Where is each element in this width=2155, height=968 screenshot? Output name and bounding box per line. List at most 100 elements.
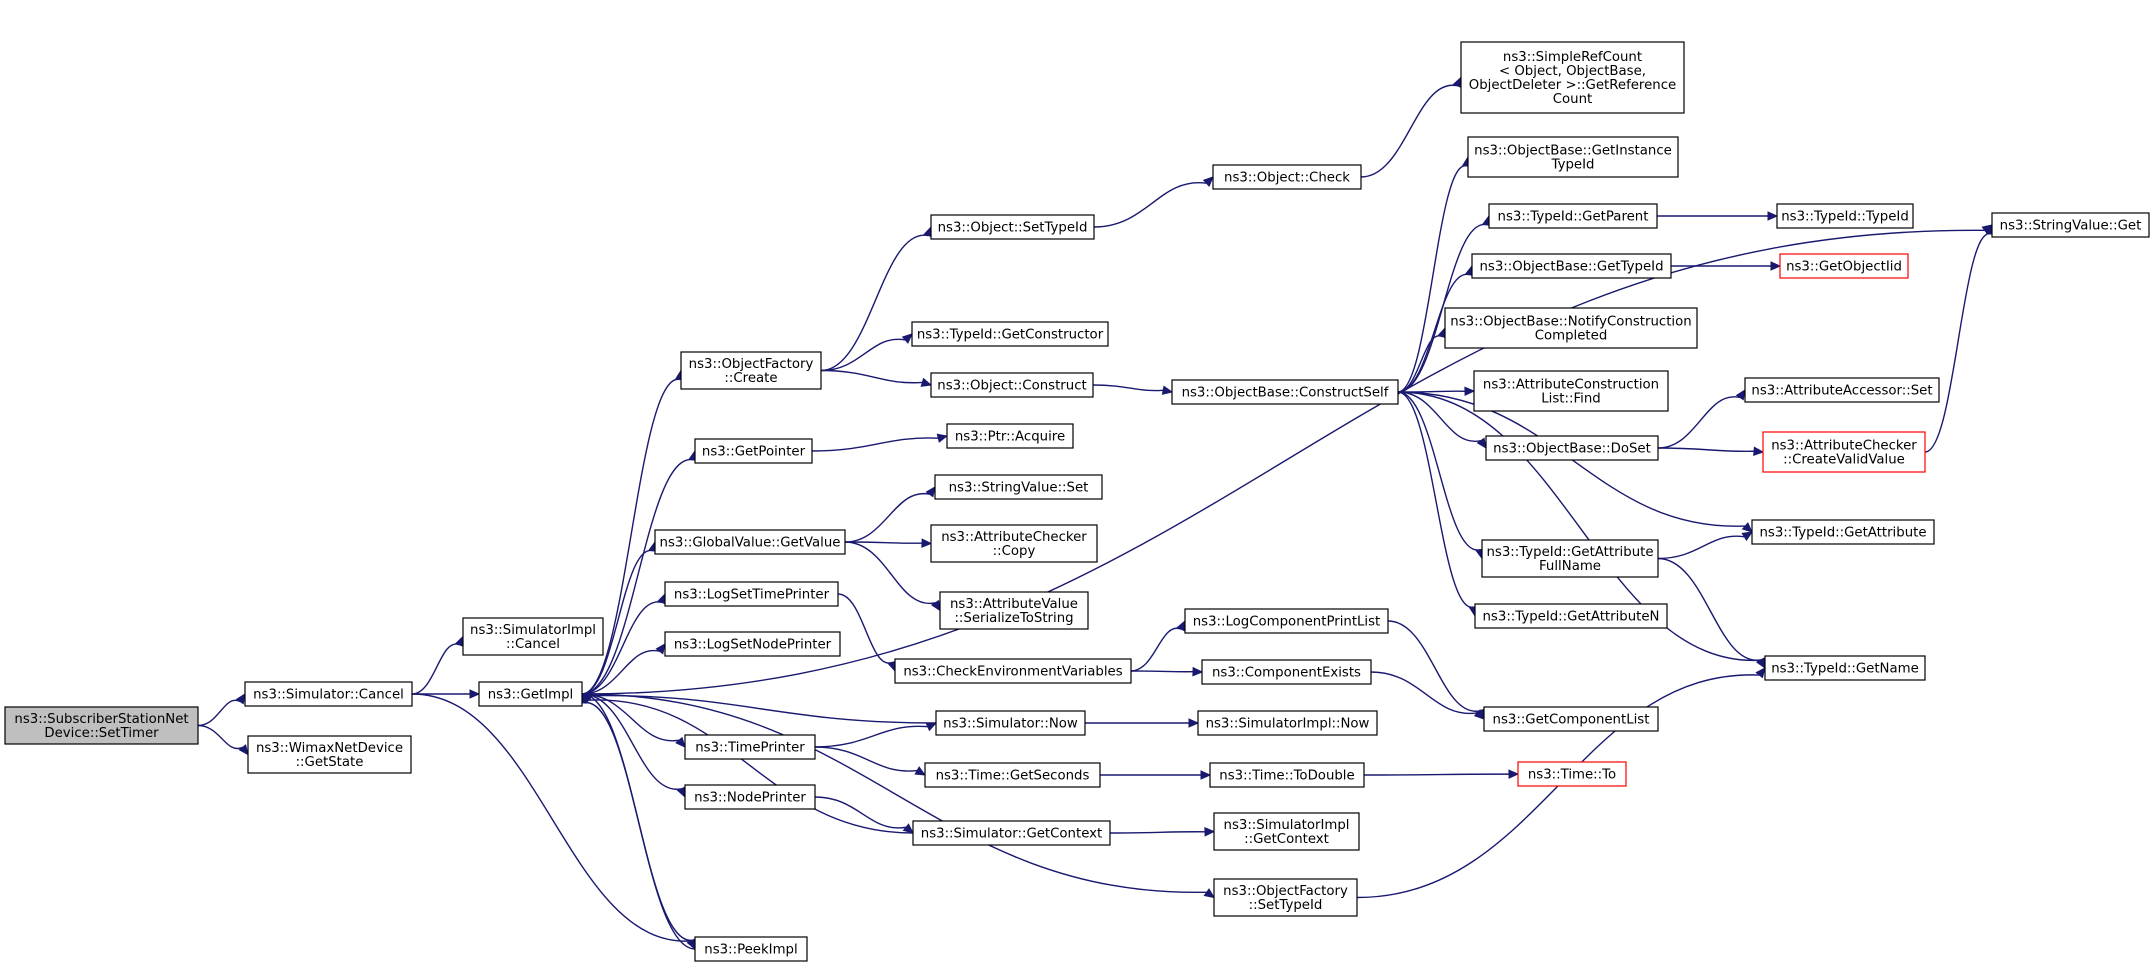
edge-n24-n32 [1360,84,1458,178]
edge-arrowhead-n25-n38 [1476,437,1487,450]
node-ns3-simulatorimpl-cancel[interactable]: ns3::SimulatorImpl::Cancel [462,617,604,656]
node-label: ns3::AttributeValue [950,597,1078,612]
edge-arrowhead-n39-n47 [1741,531,1754,542]
node-box [4,706,199,745]
node-ns3-stringvalue-get[interactable]: ns3::StringValue::Get [1991,212,2150,238]
node-ns3-objectfactory-create[interactable]: ns3::ObjectFactory::Create [680,351,822,390]
node-ns3-subscriberstationnet-device-settimer[interactable]: ns3::SubscriberStationNetDevice::SetTime… [4,706,199,745]
node-ns3-objectfactory-settypeid[interactable]: ns3::ObjectFactory::SetTypeId [1213,878,1358,917]
edge-n6-n13 [820,234,929,372]
node-ns3-simulatorimpl-now[interactable]: ns3::SimulatorImpl::Now [1197,710,1378,736]
node-ns3-simulator-now[interactable]: ns3::Simulator::Now [935,710,1086,736]
edge-n23-n4 [588,699,914,834]
edge-n1-n3 [411,643,460,695]
node-ns3-object-construct[interactable]: ns3::Object::Construct [930,372,1094,398]
node-ns3-simplerefcount-object-objectbase-objectdeleter-getreference-count[interactable]: ns3::SimpleRefCount< Object, ObjectBase,… [1460,41,1685,114]
edge-n21-n4 [590,694,937,724]
node-ns3-time-todouble[interactable]: ns3::Time::ToDouble [1209,762,1365,788]
edge-n39-n47 [1657,535,1745,560]
node-label: ns3::SimulatorImpl::Now [1206,717,1370,732]
edge-n4-n8 [581,550,654,695]
edge-n25-n39 [1397,391,1481,551]
node-ns3-simulatorimpl-getcontext[interactable]: ns3::SimulatorImpl::GetContext [1213,812,1360,851]
node-label: ns3::LogComponentPrintList [1193,615,1381,630]
node-ns3-nodeprinter[interactable]: ns3::NodePrinter [684,784,816,810]
node-box [1488,203,1658,229]
node-ns3-typeid-getname[interactable]: ns3::TypeId::GetName [1764,655,1926,681]
node-ns3-time-to[interactable]: ns3::Time::To [1517,761,1627,787]
node-box [912,820,1111,846]
edge-n4-n6 [581,378,680,695]
node-ns3-logcomponentprintlist[interactable]: ns3::LogComponentPrintList [1184,608,1389,634]
edge-arrowhead-n34-n43 [1767,211,1779,221]
node-ns3-wimaxnetdevice-getstate[interactable]: ns3::WimaxNetDevice::GetState [247,735,412,774]
edge-n27-n41 [1370,671,1478,715]
node-box [1517,761,1627,787]
node-ns3-objectbase-doset[interactable]: ns3::ObjectBase::DoSet [1485,435,1659,461]
edge-arrowhead-n11-n22 [914,766,927,776]
node-ns3-stringvalue-set[interactable]: ns3::StringValue::Set [934,474,1103,500]
node-ns3-getcomponentlist[interactable]: ns3::GetComponentList [1483,706,1659,732]
node-ns3-object-settypeid[interactable]: ns3::Object::SetTypeId [930,214,1095,240]
node-ns3-objectbase-gettypeid[interactable]: ns3::ObjectBase::GetTypeId [1471,253,1672,279]
node-box [1474,603,1668,629]
node-label: Completed [1535,329,1608,344]
edge-arrowhead-n8-n19 [930,599,941,612]
node-box [1197,710,1378,736]
edges-layer [197,76,1996,951]
edge-n39-n48 [1657,557,1762,661]
node-ns3-timeprinter[interactable]: ns3::TimePrinter [684,734,816,760]
node-ns3-peekimpl[interactable]: ns3::PeekImpl [694,936,808,962]
node-ns3-object-check[interactable]: ns3::Object::Check [1212,164,1362,190]
node-label: ns3::StringValue::Get [2000,219,2142,234]
edge-arrowhead-n21-n28 [1188,718,1200,728]
node-ns3-getobjectiid[interactable]: ns3::GetObjectIid [1779,253,1909,279]
node-ns3-attributechecker-createvalidvalue[interactable]: ns3::AttributeChecker::CreateValidValue [1762,431,1926,473]
node-box [1776,203,1914,229]
node-ns3-getimpl[interactable]: ns3::GetImpl [478,681,583,707]
node-ns3-attributeaccessor-set[interactable]: ns3::AttributeAccessor::Set [1744,377,1940,403]
node-ns3-logsettimeprinter[interactable]: ns3::LogSetTimePrinter [664,581,839,607]
node-ns3-attributevalue-serializetostring[interactable]: ns3::AttributeValue::SerializeToString [939,591,1089,630]
node-label: ns3::AttributeChecker [1771,439,1917,454]
node-ns3-componentexists[interactable]: ns3::ComponentExists [1201,659,1372,685]
node-label: ns3::Time::To [1528,768,1616,783]
node-ns3-objectbase-notifyconstruction-completed[interactable]: ns3::ObjectBase::NotifyConstructionCompl… [1444,307,1698,349]
node-ns3-globalvalue-getvalue[interactable]: ns3::GlobalValue::GetValue [654,529,846,555]
node-ns3-typeid-getparent[interactable]: ns3::TypeId::GetParent [1488,203,1658,229]
node-ns3-typeid-getconstructor[interactable]: ns3::TypeId::GetConstructor [911,321,1109,347]
node-label: ns3::GlobalValue::GetValue [660,536,841,551]
node-ns3-typeid-getattributen[interactable]: ns3::TypeId::GetAttributeN [1474,603,1668,629]
node-ns3-simulator-cancel[interactable]: ns3::Simulator::Cancel [244,681,413,707]
node-box [911,321,1109,347]
node-label: ns3::ObjectBase::GetTypeId [1479,260,1663,275]
node-ns3-logsetnodeprinter[interactable]: ns3::LogSetNodePrinter [664,631,841,657]
edge-arrowhead-n38-n45 [1735,388,1746,401]
node-ns3-typeid-getattribute[interactable]: ns3::TypeId::GetAttribute [1751,519,1935,545]
edge-arrowhead-n4-n10 [655,643,666,655]
node-ns3-simulator-getcontext[interactable]: ns3::Simulator::GetContext [912,820,1111,846]
node-ns3-attributechecker-copy[interactable]: ns3::AttributeChecker::Copy [930,524,1098,563]
edge-arrowhead-n13-n24 [1202,176,1214,187]
node-ns3-ptr-acquire[interactable]: ns3::Ptr::Acquire [946,423,1074,449]
node-ns3-checkenvironmentvariables[interactable]: ns3::CheckEnvironmentVariables [894,658,1132,684]
node-box [930,524,1098,563]
node-label: List::Find [1541,392,1600,407]
node-box [1471,253,1672,279]
node-box [247,735,412,774]
node-ns3-objectbase-constructself[interactable]: ns3::ObjectBase::ConstructSelf [1171,379,1399,405]
node-ns3-typeid-typeid[interactable]: ns3::TypeId::TypeId [1776,203,1914,229]
node-label: ns3::PeekImpl [704,943,797,958]
edge-n25-n40 [1397,391,1474,608]
node-ns3-getpointer[interactable]: ns3::GetPointer [694,438,813,464]
node-label: ns3::Time::GetSeconds [936,769,1090,784]
edge-n46-n49 [1924,233,1992,453]
node-label: Device::SetTimer [44,726,159,741]
edge-n23-n30 [1109,831,1206,834]
node-label: ::SerializeToString [954,611,1073,626]
node-label: ns3::ObjectBase::NotifyConstruction [1450,315,1691,330]
node-ns3-time-getseconds[interactable]: ns3::Time::GetSeconds [924,762,1101,788]
